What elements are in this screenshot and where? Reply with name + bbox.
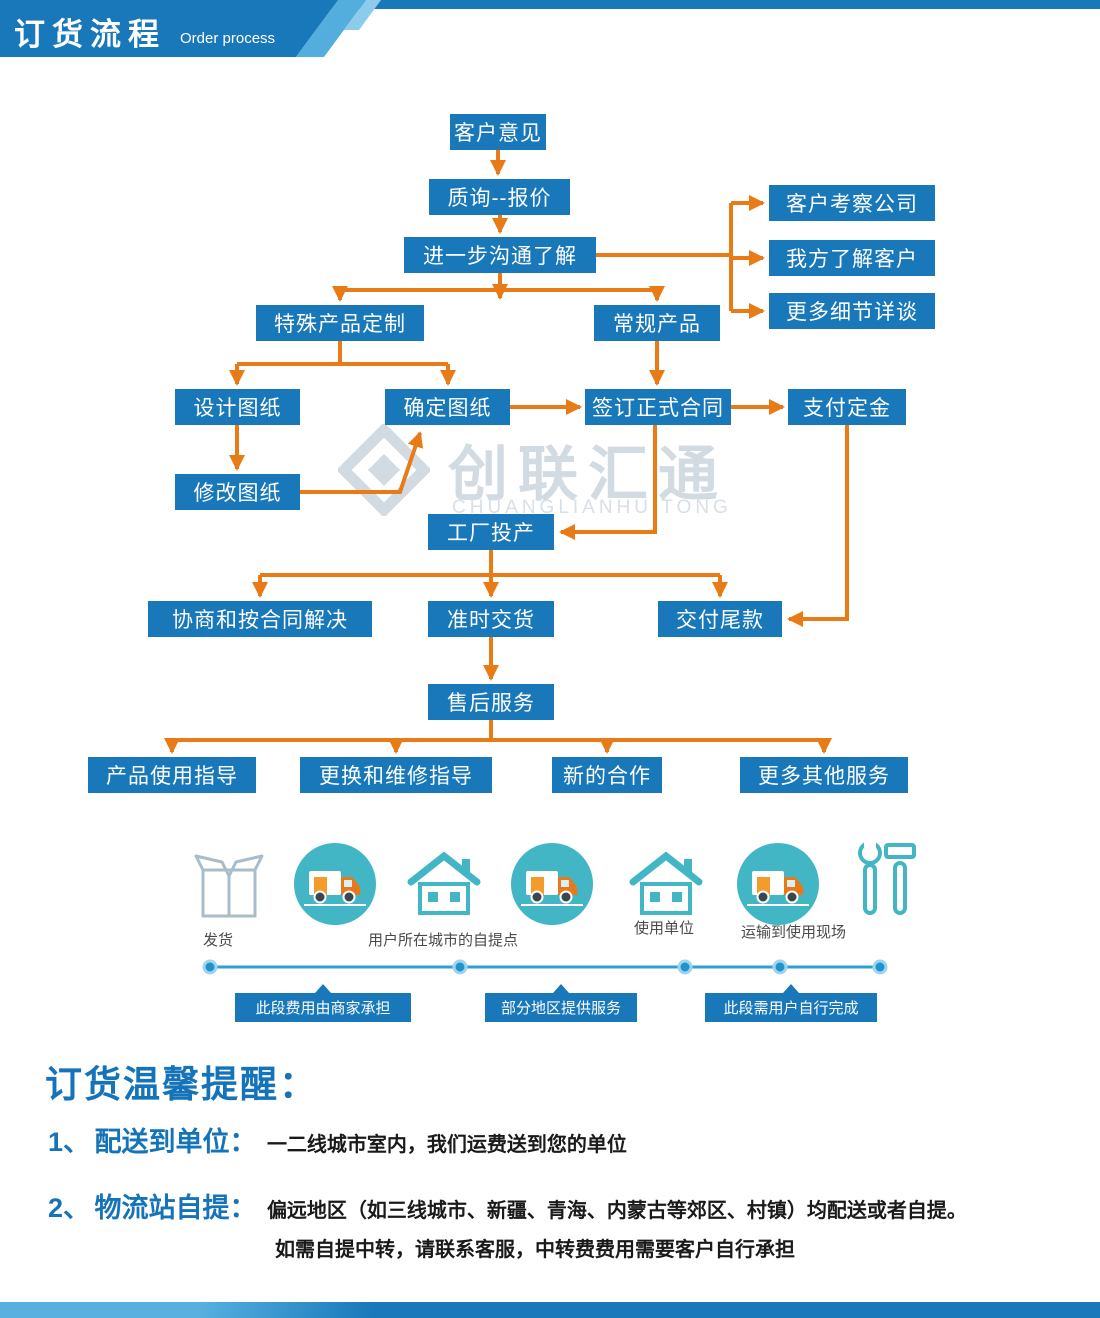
flow-node-know-customer: 我方了解客户 — [769, 240, 935, 276]
flow-node-more-details: 更多细节详谈 — [769, 293, 935, 329]
flow-node-further-communication: 进一步沟通了解 — [404, 237, 596, 273]
delivery-truck-icon — [511, 843, 593, 925]
flow-node-more-services: 更多其他服务 — [740, 757, 908, 793]
flow-node-repair-guide: 更换和维修指导 — [300, 757, 492, 793]
reminder-item-1-number: 1、 — [48, 1127, 91, 1157]
brand-logo-icon — [338, 424, 430, 516]
flow-node-modify-drawing: 修改图纸 — [175, 474, 300, 510]
reminder-item-2: 2、 物流站自提： 偏远地区（如三线城市、新疆、青海、内蒙古等郊区、村镇）均配送… — [48, 1186, 967, 1225]
header-banner — [0, 0, 1100, 57]
logistics-timeline — [202, 959, 888, 975]
footer-bar — [0, 1302, 1100, 1318]
flow-node-regular-product: 常规产品 — [594, 305, 720, 341]
reminder-item-2-text: 偏远地区（如三线城市、新疆、青海、内蒙古等郊区、村镇）均配送或者自提。 — [266, 1200, 967, 1222]
flow-node-customer-visit: 客户考察公司 — [769, 185, 935, 221]
flow-node-design-drawing: 设计图纸 — [175, 389, 300, 425]
delivery-truck-icon — [737, 843, 819, 925]
flow-node-new-cooperation: 新的合作 — [552, 757, 662, 793]
flow-node-after-sales: 售后服务 — [428, 684, 554, 720]
flow-node-special-custom: 特殊产品定制 — [256, 305, 424, 341]
flow-node-factory-production: 工厂投产 — [428, 514, 554, 550]
house-icon — [628, 851, 704, 917]
flow-node-customer-opinion: 客户意见 — [450, 114, 546, 150]
note-user-complete: 此段需用户自行完成 — [705, 984, 877, 1022]
flow-node-pay-deposit: 支付定金 — [788, 389, 906, 425]
house-icon — [406, 851, 482, 917]
reminder-item-2-continuation: 如需自提中转，请联系客服，中转费费用需要客户自行承担 — [275, 1233, 795, 1262]
flow-node-inquiry-quote: 质询--报价 — [429, 179, 570, 215]
flow-node-negotiate-solution: 协商和按合同解决 — [148, 601, 372, 637]
reminder-item-2-text-2: 如需自提中转，请联系客服，中转费费用需要客户自行承担 — [275, 1239, 795, 1261]
flow-node-sign-contract: 签订正式合同 — [585, 389, 731, 425]
reminder-item-2-number: 2、 — [48, 1193, 91, 1223]
flow-node-on-time-delivery: 准时交货 — [428, 601, 554, 637]
logistics-label-transport: 运输到使用现场 — [741, 924, 847, 941]
logistics-label-city-pickup: 用户所在城市的自提点 — [368, 932, 519, 949]
reminder-item-1-text: 一二线城市室内，我们运费送到您的单位 — [266, 1134, 627, 1156]
logistics-label-use-unit: 使用单位 — [634, 920, 695, 937]
reminder-item-1-label: 配送到单位： — [94, 1127, 257, 1157]
reminder-title: 订货温馨提醒： — [45, 1064, 318, 1105]
flow-node-final-payment: 交付尾款 — [658, 601, 782, 637]
note-merchant-cost: 此段费用由商家承担 — [235, 984, 411, 1022]
shipping-box-icon — [194, 854, 264, 918]
reminder-item-2-label: 物流站自提： — [94, 1193, 257, 1223]
page-title: 订货流程 — [14, 17, 166, 52]
flow-node-confirm-drawing: 确定图纸 — [385, 389, 510, 425]
tools-icon — [858, 837, 916, 915]
logistics-label-ship: 发货 — [203, 932, 234, 949]
reminder-item-1: 1、 配送到单位： 一二线城市室内，我们运费送到您的单位 — [48, 1120, 627, 1159]
note-partial-area: 部分地区提供服务 — [485, 984, 637, 1022]
page-subtitle: Order process — [180, 30, 276, 47]
flow-node-usage-guide: 产品使用指导 — [88, 757, 256, 793]
delivery-truck-icon — [294, 843, 376, 925]
